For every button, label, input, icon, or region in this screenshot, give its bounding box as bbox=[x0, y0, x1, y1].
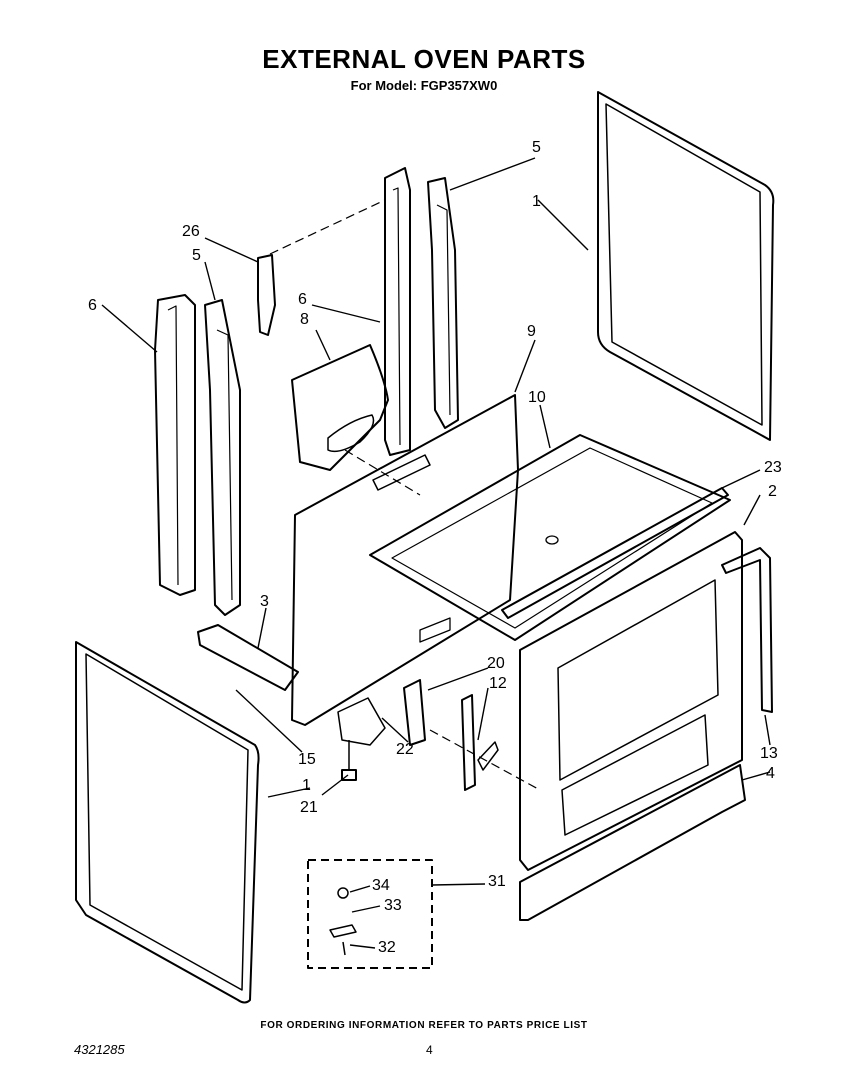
trim-strip-23 bbox=[501, 487, 729, 619]
callout-6-left: 6 bbox=[88, 297, 97, 314]
lower-trim-4 bbox=[519, 764, 746, 921]
callout-5-upper: 5 bbox=[532, 139, 541, 156]
callout-8: 8 bbox=[300, 311, 309, 328]
side-trim-13 bbox=[721, 547, 773, 713]
callout-15: 15 bbox=[298, 751, 316, 768]
page-title: EXTERNAL OVEN PARTS bbox=[262, 44, 586, 74]
front-frame-2 bbox=[519, 531, 743, 871]
callout-22: 22 bbox=[396, 741, 414, 758]
callout-26: 26 bbox=[182, 223, 200, 240]
callout-32: 32 bbox=[378, 939, 396, 956]
bracket-3 bbox=[197, 624, 299, 691]
callout-1-lower: 1 bbox=[302, 777, 311, 794]
rail-right-rear bbox=[427, 177, 459, 429]
side-panel-right bbox=[597, 91, 775, 441]
callout-5-left: 5 bbox=[192, 247, 201, 264]
callout-9: 9 bbox=[527, 323, 536, 340]
callout-1-upper: 1 bbox=[532, 193, 541, 210]
latch-rod-12 bbox=[461, 694, 499, 791]
callout-2: 2 bbox=[768, 483, 777, 500]
vent-duct-8 bbox=[291, 344, 389, 471]
top-panel-10 bbox=[369, 434, 731, 641]
post-left-front bbox=[154, 294, 196, 596]
callout-3: 3 bbox=[260, 593, 269, 610]
callout-6-rear: 6 bbox=[298, 291, 307, 308]
ordering-info-footer: FOR ORDERING INFORMATION REFER TO PARTS … bbox=[260, 1020, 588, 1031]
callout-13: 13 bbox=[760, 745, 778, 762]
callout-12: 12 bbox=[489, 675, 507, 692]
callout-4: 4 bbox=[766, 765, 775, 782]
rail-left-front bbox=[204, 299, 241, 616]
post-rear bbox=[384, 167, 411, 456]
leader-lines bbox=[101, 157, 771, 949]
document-number: 4321285 bbox=[74, 1042, 125, 1057]
bracket-26 bbox=[257, 254, 276, 336]
callout-21: 21 bbox=[300, 799, 318, 816]
back-panel-9 bbox=[291, 394, 519, 726]
callout-10: 10 bbox=[528, 389, 546, 406]
callout-34: 34 bbox=[372, 877, 390, 894]
callout-20: 20 bbox=[487, 655, 505, 672]
bracket-20 bbox=[403, 679, 426, 746]
leveling-leg-21 bbox=[341, 740, 357, 781]
side-panel-left bbox=[75, 641, 260, 1004]
callout-labels: 1 5 26 5 6 6 8 9 10 23 2 3 20 12 13 4 15… bbox=[88, 139, 782, 956]
foot-bracket-22 bbox=[337, 697, 386, 746]
model-subtitle: For Model: FGP357XW0 bbox=[350, 78, 498, 93]
page-number: 4 bbox=[426, 1043, 433, 1057]
callout-23: 23 bbox=[764, 459, 782, 476]
assembly-guides bbox=[269, 199, 541, 791]
parts-kit-31 bbox=[307, 859, 433, 969]
callout-33: 33 bbox=[384, 897, 402, 914]
callout-31: 31 bbox=[488, 873, 506, 890]
